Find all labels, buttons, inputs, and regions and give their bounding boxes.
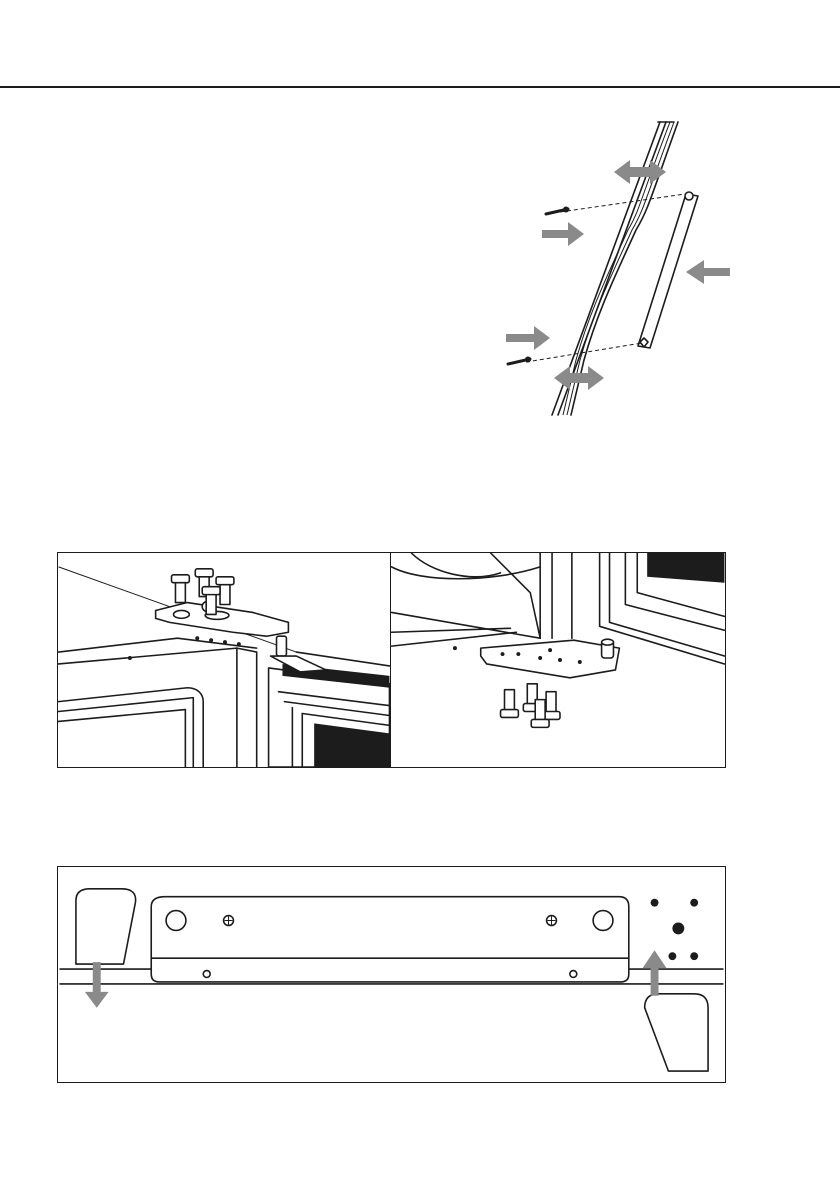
top-hinge-diagram: [58, 553, 390, 767]
hinge-cover-diagram: [58, 867, 725, 1082]
left-cap-plug: [76, 889, 136, 964]
arrow-up: [643, 950, 667, 996]
mounting-holes: [651, 899, 699, 960]
right-cap-plug: [645, 994, 708, 1071]
hinge-cover-panel: [57, 866, 726, 1083]
door-handle-diagram: [490, 110, 740, 420]
screw-bottom: [508, 343, 642, 364]
top-hinge-panel: [57, 552, 391, 768]
door-frame-rails: [552, 122, 678, 415]
screw-top: [546, 194, 685, 214]
hinge-bolts: [501, 684, 560, 728]
bottom-hinge-diagram: [391, 553, 725, 767]
header-rule: [0, 86, 840, 88]
direction-arrows: [506, 160, 730, 390]
bottom-hinge-panel: [390, 552, 726, 768]
